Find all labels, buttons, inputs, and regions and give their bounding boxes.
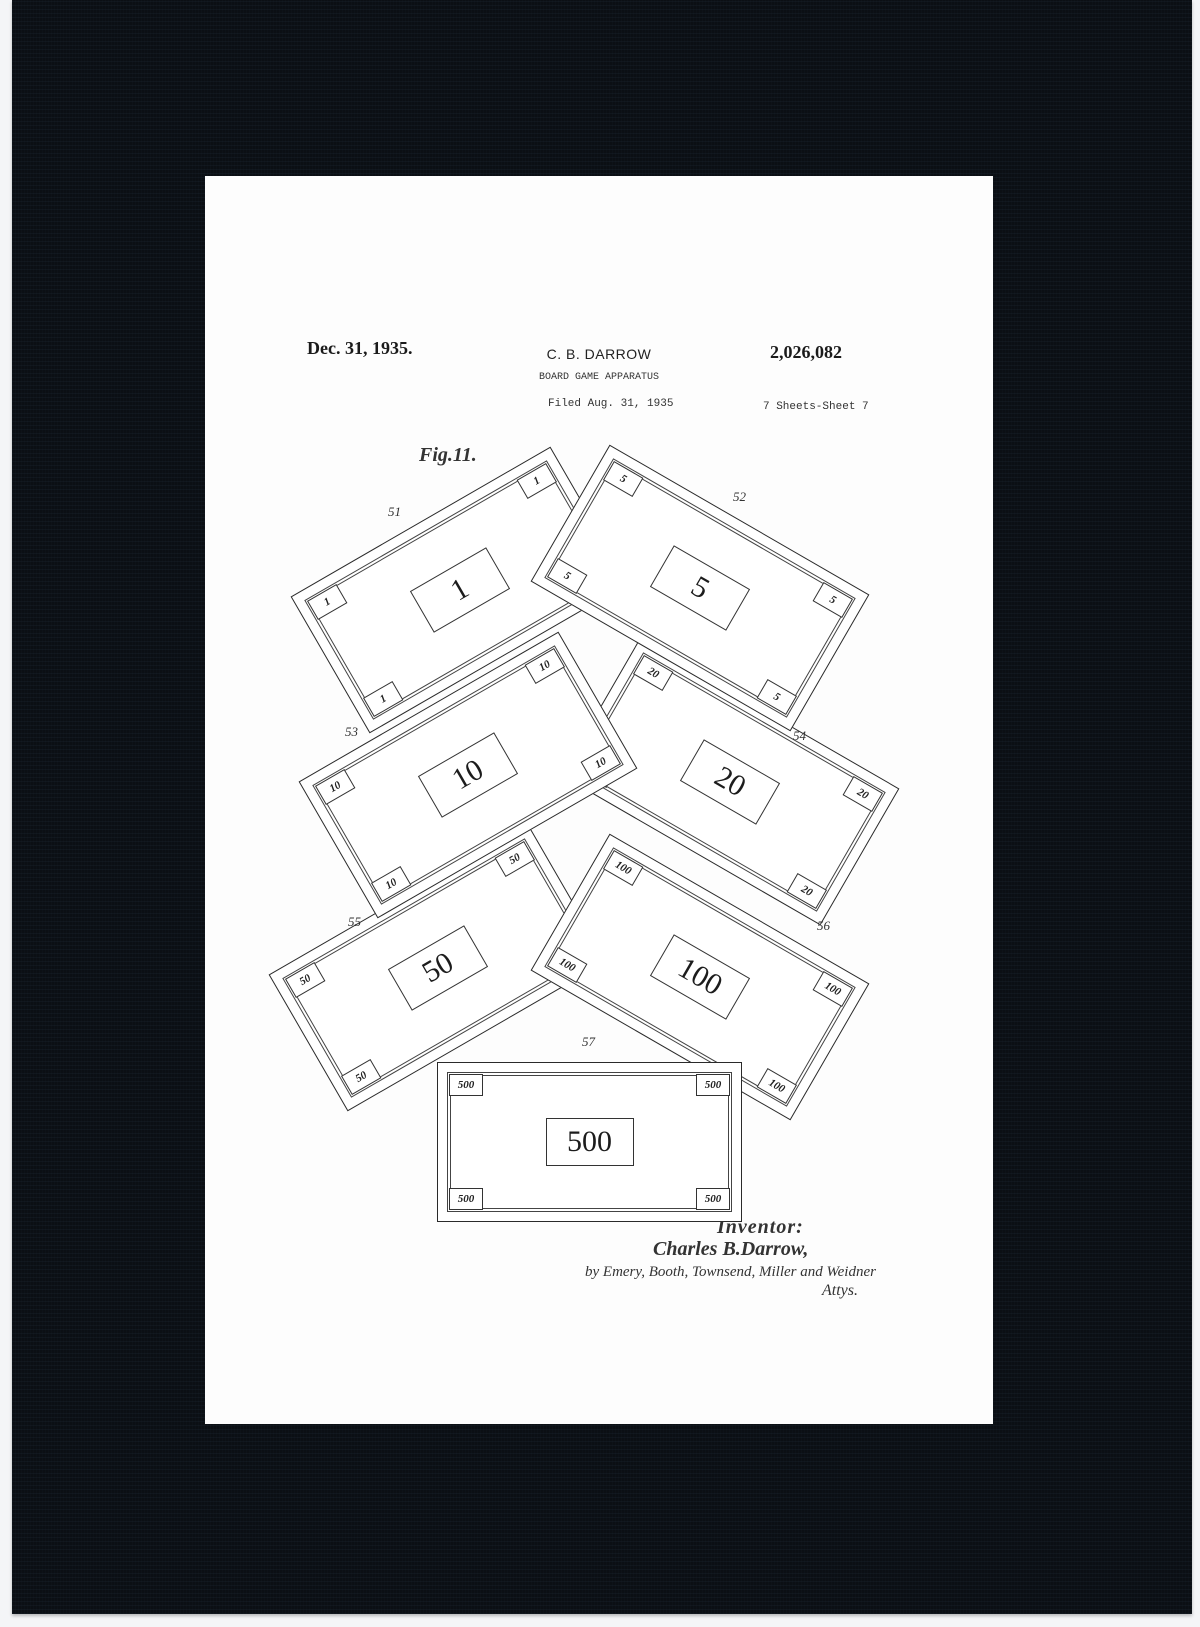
ref-numeral-56: 56: [817, 918, 830, 933]
filed-date: Filed Aug. 31, 1935: [548, 398, 674, 410]
patent-number: 2,026,082: [770, 342, 842, 362]
bill-border: [447, 1072, 732, 1212]
bill-500: 500 500 500 500 500: [437, 1062, 742, 1222]
ref-numeral-55: 55: [348, 914, 361, 929]
corner-value: 500: [696, 1188, 730, 1210]
ref-numeral-53: 53: [345, 724, 358, 739]
figure-label: Fig.11.: [419, 444, 477, 466]
corner-value: 500: [696, 1074, 730, 1096]
ref-numeral-52: 52: [733, 489, 746, 504]
ref-numeral-54: 54: [793, 728, 806, 743]
corner-value: 500: [449, 1188, 483, 1210]
corner-value: 500: [449, 1074, 483, 1096]
inventor-header: C. B. DARROW: [546, 346, 652, 362]
attys-label: Attys.: [822, 1282, 858, 1299]
patent-sheet: Dec. 31, 1935. C. B. DARROW 2,026,082 BO…: [205, 176, 993, 1424]
ref-numeral-51: 51: [388, 504, 401, 519]
bill-denomination: 500: [545, 1118, 634, 1166]
ref-numeral-57: 57: [582, 1034, 595, 1049]
attorneys-signature: by Emery, Booth, Townsend, Miller and We…: [585, 1264, 876, 1280]
patent-date: Dec. 31, 1935.: [307, 338, 413, 358]
sheet-count: 7 Sheets-Sheet 7: [763, 401, 869, 413]
inventor-name: Charles B.Darrow,: [653, 1238, 809, 1260]
patent-title: BOARD GAME APPARATUS: [538, 372, 660, 383]
